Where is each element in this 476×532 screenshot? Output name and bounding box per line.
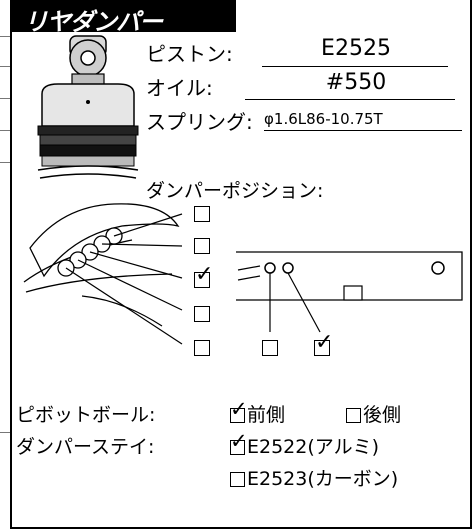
pivot-ball-rear-checkbox[interactable] [346,408,361,423]
damper-stay-aluminum-checkbox[interactable] [230,431,248,455]
damper-stay-carbon-option[interactable]: E2523(カーボン) [230,464,398,491]
piston-label: ピストン: [146,42,233,66]
pivot-ball-front-text: 前側 [247,404,286,426]
damper-stay-label: ダンパーステイ: [16,436,155,458]
damper-position-label: ダンパーポジション: [146,180,324,202]
spring-label: スプリング: [146,110,253,134]
arm-checkbox-outer[interactable] [314,332,333,356]
title-bar [10,0,236,32]
damper-stay-carbon-checkbox[interactable] [230,472,245,487]
pivot-ball-front-option[interactable]: 前側 [230,399,286,427]
piston-underline [262,66,448,67]
left-margin-ticks [0,0,12,529]
spring-underline [264,130,462,131]
spring-value: φ1.6L86-10.75T [264,110,383,128]
oil-value: #550 [325,70,387,95]
oil-underline [245,99,455,100]
damper-stay-carbon-text: E2523(カーボン) [247,468,399,490]
position-checkbox-2[interactable] [194,238,210,254]
setting-card-frame [10,0,472,529]
pivot-ball-rear-option[interactable]: 後側 [346,400,401,427]
arm-checkbox-inner[interactable] [262,340,278,356]
pivot-ball-label: ピボットボール: [16,404,156,426]
position-checkbox-3[interactable] [194,264,213,288]
card-title: リヤダンパー [24,8,163,36]
piston-value: E2525 [321,36,391,61]
shock-tower-illustration [23,203,183,345]
damper-stay-aluminum-option[interactable]: E2522(アルミ) [230,431,379,459]
suspension-arm-illustration [236,251,463,333]
pivot-ball-rear-text: 後側 [363,404,402,426]
pivot-ball-front-checkbox[interactable] [230,399,248,423]
damper-illustration [37,35,139,179]
oil-label: オイル: [146,76,213,100]
damper-stay-aluminum-text: E2522(アルミ) [247,436,379,458]
position-checkbox-1[interactable] [194,206,210,222]
position-checkbox-4[interactable] [194,306,210,322]
position-checkbox-5[interactable] [194,340,210,356]
